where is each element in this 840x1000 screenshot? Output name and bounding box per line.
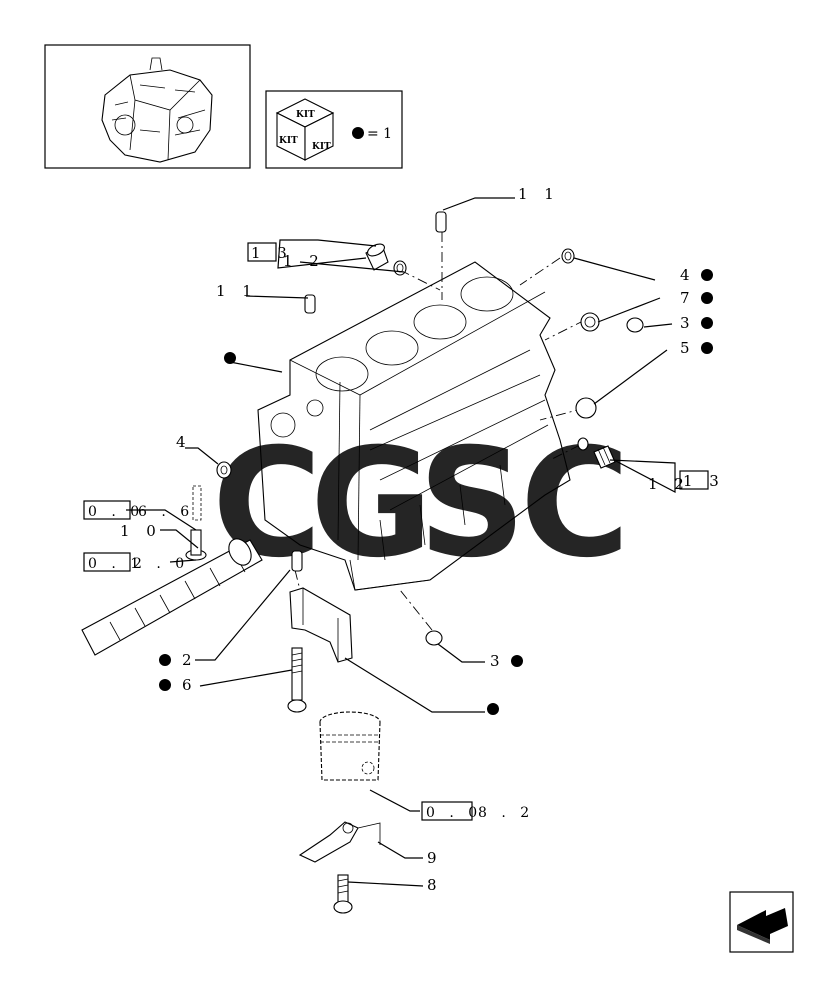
kit-label-top: KIT [296,110,315,120]
callout-7-right[interactable]: 7 [680,289,696,307]
engine-thumbnail-frame[interactable] [44,44,251,169]
bullet-7-right [701,292,713,304]
dowel-pin-top[interactable] [435,211,447,233]
ref-box-006[interactable]: 0 . 0 [88,504,144,520]
camshaft[interactable] [81,535,263,656]
engine-block[interactable] [257,261,571,591]
dowel-2[interactable] [291,550,303,572]
back-arrow-icon [737,908,788,944]
callout-2[interactable]: 2 [182,651,198,669]
cap-3-bottom[interactable] [425,630,443,646]
seal-ring-right[interactable] [577,437,589,451]
callout-12-top[interactable]: 1 2 [283,252,325,270]
kit-cube-icon [275,98,335,161]
watermark-letter-3: S [418,417,526,591]
callout-12-right[interactable]: 1 2 [648,475,690,493]
ref-box-008[interactable]: 0 . 0 [426,805,482,821]
callout-4-right[interactable]: 4 [680,266,696,284]
bullet-5-right [701,342,713,354]
plug-12-right[interactable] [593,445,616,469]
bullet-engine-block [224,352,236,364]
callout-5-right[interactable]: 5 [680,339,696,357]
seal-ring-4-right[interactable] [561,248,575,264]
bolt-8[interactable] [333,874,353,914]
ref-box-012[interactable]: 0 . 1 [88,556,144,572]
callout-9[interactable]: 9 [427,849,443,867]
bolt-6[interactable] [287,647,307,713]
bullet-4-right [701,269,713,281]
ref-012-suffix[interactable]: 2 . 0 [133,556,189,572]
callout-13-top[interactable]: 1 3 [251,244,293,262]
bullet-bearing-cap [487,703,499,715]
callout-13-right[interactable]: 1 3 [683,472,725,490]
callout-3-bottom[interactable]: 3 [490,652,506,670]
callout-6[interactable]: 6 [182,676,198,694]
main-bearing-cap[interactable] [289,587,353,663]
back-arrow-button[interactable] [729,891,794,953]
kit-legend-box: KIT KIT KIT = 1 [265,90,403,169]
kit-label-right: KIT [312,142,331,152]
watermark: C G S C [212,417,630,591]
seal-ring-top[interactable] [393,260,407,276]
ref-008-suffix[interactable]: 8 . 2 [478,805,534,821]
bullet-2 [159,654,171,666]
cap-5[interactable] [575,397,597,419]
callout-10[interactable]: 1 0 [120,522,162,540]
bullet-3-bottom [511,655,523,667]
engine-thumbnail-icon [101,57,213,163]
callout-11-left[interactable]: 1 1 [216,282,258,300]
callout-11-top[interactable]: 1 1 [518,185,560,203]
piston[interactable] [319,711,381,781]
seal-ring-4-left[interactable] [216,461,232,479]
cap-3-right[interactable] [626,317,644,333]
callout-4-left[interactable]: 4 [176,433,192,451]
oil-jet-9[interactable] [298,821,381,863]
watermark-letter-4: C [520,417,630,591]
callout-3-right[interactable]: 3 [680,314,696,332]
dowel-pin-left[interactable] [304,294,316,314]
kit-label-left: KIT [279,136,298,146]
bullet-6 [159,679,171,691]
plug-12-top[interactable] [365,242,389,271]
bullet-3-right [701,317,713,329]
pin-006[interactable] [192,485,202,521]
callout-8[interactable]: 8 [427,876,443,894]
watermark-letter-2: G [310,417,433,591]
kit-legend-text: = 1 [367,126,392,142]
ref-006-suffix[interactable]: 6 . 6 [138,504,194,520]
bushing-7[interactable] [580,312,600,332]
kit-bullet-icon [352,127,364,139]
